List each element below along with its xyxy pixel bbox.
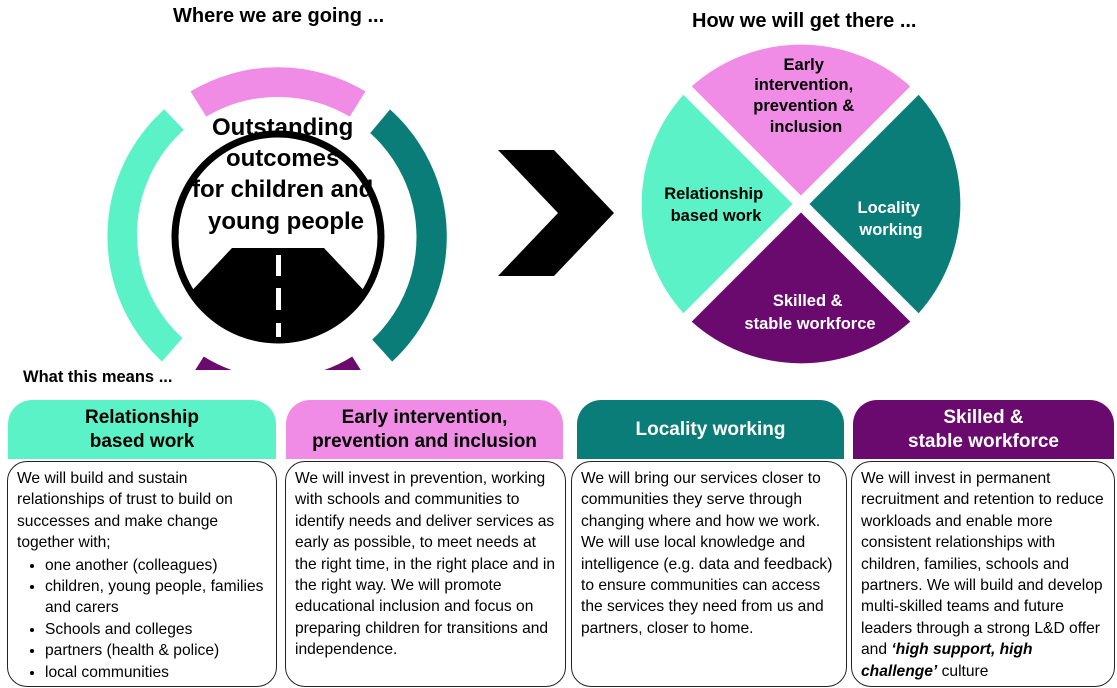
outcome-line-1: Outstanding xyxy=(212,114,353,141)
card-body-end: culture xyxy=(937,662,989,680)
list-item: local communities xyxy=(45,662,268,683)
right-heading: How we will get there ... xyxy=(692,10,917,32)
quadrant-right xyxy=(806,91,963,317)
card-locality-working: We will bring our services closer to com… xyxy=(571,461,847,687)
card-body-emphasis: ‘high support, high challenge’ xyxy=(861,641,1033,680)
chevron-arrow-icon xyxy=(498,150,614,276)
ring-segment-left xyxy=(104,105,189,366)
tab-label: Skilled & stable workforce xyxy=(908,406,1059,452)
list-item: partners (health & police) xyxy=(45,640,268,661)
quadrant-left xyxy=(639,91,796,317)
quadrant-top-label: Early intervention, prevention & inclusi… xyxy=(753,56,858,136)
card-relationship-based-work: We will build and sustain relationships … xyxy=(7,461,277,687)
outcome-ring-diagram: Outstanding outcomes for children and yo… xyxy=(104,64,450,370)
tab-label: Early intervention, prevention and inclu… xyxy=(312,406,537,452)
left-heading: Where we are going ... xyxy=(173,5,385,27)
quadrant-right-label: Locality working xyxy=(858,199,925,239)
card-body: We will invest in permanent recruitment … xyxy=(861,468,1106,682)
card-early-intervention: We will invest in prevention, working wi… xyxy=(285,461,566,687)
tab-label: Relationship based work xyxy=(84,406,199,452)
list-item: Schools and colleges xyxy=(45,619,268,640)
quadrant-diagram: Early intervention, prevention & inclusi… xyxy=(639,42,963,366)
section-title: What this means ... xyxy=(23,368,173,386)
list-item: children, young people, families and car… xyxy=(45,576,268,619)
outcome-line-4: young people xyxy=(208,208,364,235)
tab-early-intervention: Early intervention, prevention and inclu… xyxy=(286,400,563,459)
list-item: one another (colleagues) xyxy=(45,555,268,576)
ring-segment-right xyxy=(366,105,450,366)
outcome-line-3: for children and xyxy=(192,176,373,203)
card-skilled-stable-workforce: We will invest in permanent recruitment … xyxy=(851,461,1115,687)
quadrant-bottom-label: Skilled & stable workforce xyxy=(744,292,875,333)
tab-label: Locality working xyxy=(635,418,786,440)
outcome-ring xyxy=(104,64,450,370)
outcome-line-2: outcomes xyxy=(226,145,339,172)
tab-locality-working: Locality working xyxy=(577,400,844,459)
quadrant-top xyxy=(688,42,914,199)
outcome-text: Outstanding outcomes for children and yo… xyxy=(192,114,380,235)
tab-skilled-stable-workforce: Skilled & stable workforce xyxy=(853,400,1114,459)
tab-relationship-based-work: Relationship based work xyxy=(8,400,276,459)
ring-segment-top xyxy=(186,64,370,121)
card-body: We will invest in prevention, working wi… xyxy=(295,470,556,659)
ring-segment-bottom xyxy=(191,352,365,370)
card-body: We will build and sustain relationships … xyxy=(17,470,233,552)
quadrant-left-label: Relationship based work xyxy=(664,185,768,225)
card-body: We will bring our services closer to com… xyxy=(581,470,833,637)
card-bullet-list: one another (colleagues) children, young… xyxy=(17,555,268,683)
card-body-text: We will invest in permanent recruitment … xyxy=(861,470,1104,659)
quadrant-bottom xyxy=(688,209,914,366)
